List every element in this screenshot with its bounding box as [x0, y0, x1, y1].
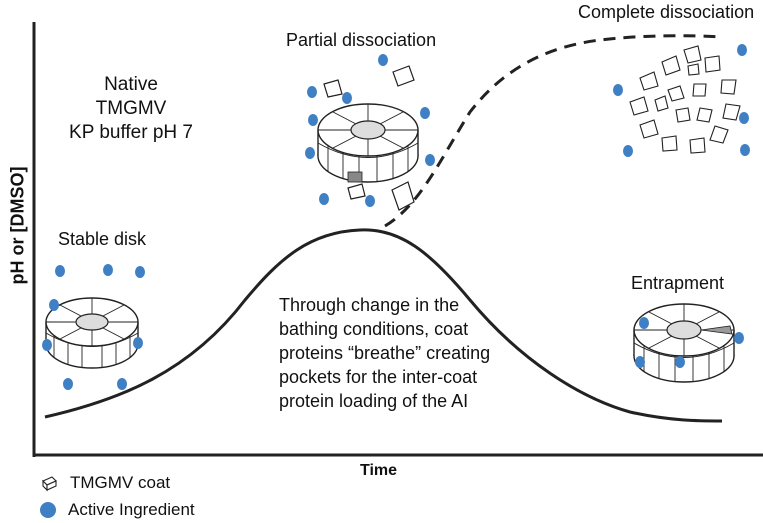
tmgmv-label: TMGMV — [95, 98, 167, 119]
entrapment-label: Entrapment — [631, 273, 725, 293]
coat-protein-icon — [42, 476, 57, 492]
active-ingredient-dot — [425, 154, 435, 166]
active-ingredient-dot — [103, 264, 113, 276]
active-ingredient-dot — [635, 356, 645, 368]
legend-ai-label: Active Ingredient — [68, 500, 195, 519]
active-ingredient-dot — [63, 378, 73, 390]
active-ingredient-dot — [639, 317, 649, 329]
entrapment-illustration — [633, 303, 735, 383]
active-ingredient-dot — [55, 265, 65, 277]
buffer-label: KP buffer pH 7 — [69, 122, 193, 143]
native-label: Native — [104, 74, 158, 95]
partial-dissociation-label: Partial dissociation — [286, 30, 437, 50]
legend-coat: TMGMV coat — [40, 473, 170, 493]
active-ingredient-dot — [737, 44, 747, 56]
legend-ai: Active Ingredient — [40, 500, 195, 520]
active-ingredient-dot — [319, 193, 329, 205]
active-ingredient-dot — [734, 332, 744, 344]
y-axis-label: pH or [DMSO] — [7, 166, 28, 285]
active-ingredient-dot — [365, 195, 375, 207]
process-curve — [44, 228, 723, 423]
stable-disk-illustration — [45, 297, 139, 369]
active-ingredient-dot — [342, 92, 352, 104]
active-ingredient-dot — [305, 147, 315, 159]
description-line-4: pockets for the inter-coat — [279, 367, 478, 387]
complete-dissociation-illustration — [629, 45, 741, 154]
active-ingredient-dot — [740, 144, 750, 156]
active-ingredient-dot — [117, 378, 127, 390]
description-line-3: proteins “breathe” creating — [279, 343, 491, 363]
dissociation-curve-dashed — [384, 34, 723, 228]
partial-dissociation-illustration — [317, 65, 419, 211]
active-ingredient-dot-icon — [40, 502, 56, 518]
active-ingredient-dot — [307, 86, 317, 98]
active-ingredient-dot — [49, 299, 59, 311]
active-ingredient-dots — [42, 44, 750, 390]
x-axis-label: Time — [360, 462, 398, 479]
legend-coat-label: TMGMV coat — [70, 473, 171, 492]
active-ingredient-dot — [613, 84, 623, 96]
description-line-2: bathing conditions, coat — [279, 319, 469, 339]
active-ingredient-dot — [420, 107, 430, 119]
complete-dissociation-label: Complete dissociation — [578, 2, 755, 22]
active-ingredient-dot — [133, 337, 143, 349]
active-ingredient-dot — [135, 266, 145, 278]
active-ingredient-dot — [308, 114, 318, 126]
description-line-5: protein loading of the AI — [279, 391, 469, 411]
active-ingredient-dot — [675, 356, 685, 368]
active-ingredient-dot — [378, 54, 388, 66]
description-line-1: Through change in the — [279, 295, 460, 315]
active-ingredient-dot — [42, 339, 52, 351]
active-ingredient-dot — [623, 145, 633, 157]
breathing-description: Through change in the bathing conditions… — [279, 293, 490, 413]
stable-disk-label: Stable disk — [58, 229, 147, 249]
active-ingredient-dot — [739, 112, 749, 124]
